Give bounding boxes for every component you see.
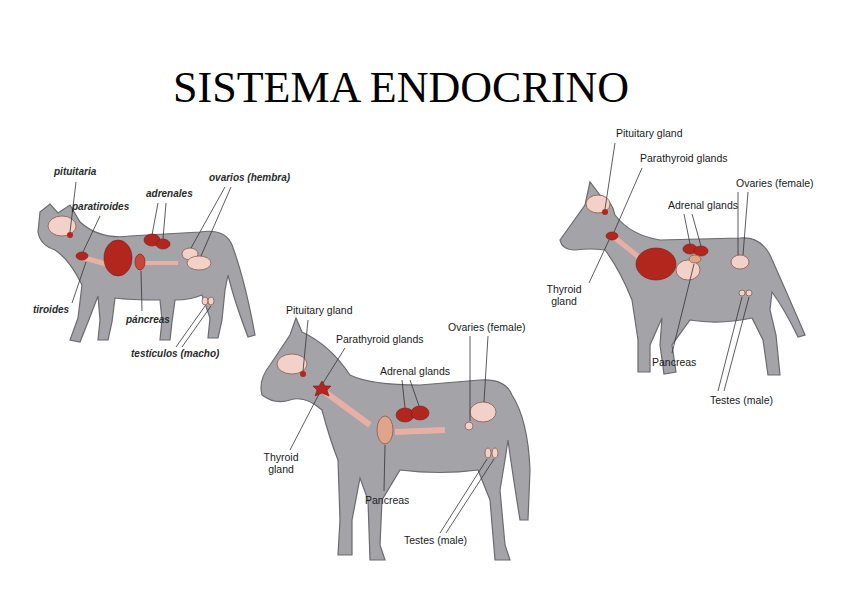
pituitary-organ	[602, 209, 608, 215]
heart-lungs	[104, 240, 132, 276]
leader-line	[410, 380, 419, 406]
leader-lines	[589, 143, 749, 391]
pancreas-organ	[377, 416, 393, 444]
horse-silhouette	[261, 318, 530, 560]
ovary-organ	[470, 402, 496, 422]
trachea	[325, 392, 370, 425]
dog-silhouette	[560, 182, 805, 375]
leader-line	[470, 336, 471, 421]
part-label: Testes (male)	[404, 534, 467, 546]
uterus	[187, 256, 211, 270]
heart-lungs	[636, 248, 676, 280]
thyroid-organ	[313, 381, 331, 396]
part-label: Adrenal glands	[380, 365, 450, 377]
part-label: Ovaries (female)	[736, 177, 814, 189]
leader-line	[692, 214, 701, 246]
part-label: Ovaries (female)	[448, 321, 526, 333]
leader-line	[718, 297, 742, 391]
ovary-organ	[731, 255, 749, 269]
part-label: testículos (macho)	[131, 348, 219, 360]
testis-organ	[746, 290, 752, 296]
part-label: páncreas	[126, 314, 170, 326]
testis-organ	[208, 297, 214, 305]
leader-line	[440, 459, 487, 533]
part-label: Pituitary gland	[286, 304, 353, 316]
page-title: SISTEMA ENDOCRINO	[0, 64, 802, 112]
adrenal-organ	[694, 246, 708, 256]
pancreas-organ	[135, 254, 145, 270]
part-label: Adrenal glands	[668, 199, 738, 211]
leader-line	[176, 306, 205, 347]
part-label: Parathyroid glands	[336, 333, 424, 345]
pancreas-organ	[689, 255, 701, 263]
leader-line	[72, 262, 86, 303]
testis-organ	[739, 290, 745, 296]
esophagus	[395, 430, 445, 432]
part-label: paratiroides	[72, 201, 129, 213]
pituitary-organ	[67, 232, 73, 238]
thyroid-organ	[76, 252, 88, 260]
thyroid-organ	[606, 232, 618, 240]
testis-organ	[492, 448, 498, 458]
leader-line	[201, 187, 231, 256]
ovary-organ	[465, 422, 473, 430]
adrenal-organ	[156, 239, 170, 249]
part-label: Pituitary gland	[616, 127, 683, 139]
leader-line	[182, 306, 211, 347]
part-label: Pancreas	[365, 494, 409, 506]
leader-lines	[290, 320, 494, 533]
leader-line	[614, 168, 642, 232]
part-label: adrenales	[146, 188, 193, 200]
trachea	[615, 238, 640, 258]
pituitary-organ	[300, 371, 306, 377]
part-label: ovarios (hembra)	[209, 172, 290, 184]
leader-line	[484, 336, 488, 402]
leader-line	[191, 187, 225, 248]
leader-line	[303, 320, 308, 371]
leader-line	[152, 203, 158, 235]
leader-line	[605, 143, 615, 209]
leader-line	[446, 459, 494, 533]
testis-organ	[485, 448, 491, 458]
leader-line	[672, 264, 694, 353]
leader-line	[290, 394, 319, 450]
leader-line	[323, 348, 345, 383]
adrenal-organ	[411, 406, 429, 420]
leader-line	[589, 240, 609, 283]
part-label: tiroides	[33, 304, 69, 316]
gut	[140, 261, 178, 265]
part-label: Parathyroid glands	[640, 152, 728, 164]
leader-line	[163, 203, 166, 239]
brain	[277, 354, 307, 374]
part-label: Thyroid gland	[541, 283, 587, 307]
leader-line	[724, 297, 749, 391]
leader-line	[141, 271, 142, 311]
part-label: Testes (male)	[710, 394, 773, 406]
leader-lines	[70, 182, 231, 347]
part-label: Thyroid gland	[258, 451, 304, 475]
leader-line	[83, 216, 100, 252]
leader-line	[743, 192, 748, 255]
leader-line	[384, 445, 385, 491]
testis-organ	[202, 297, 208, 305]
part-label: Pancreas	[652, 356, 696, 368]
leader-line	[402, 380, 405, 408]
part-label: pituitaria	[54, 166, 96, 178]
leader-line	[684, 214, 690, 244]
